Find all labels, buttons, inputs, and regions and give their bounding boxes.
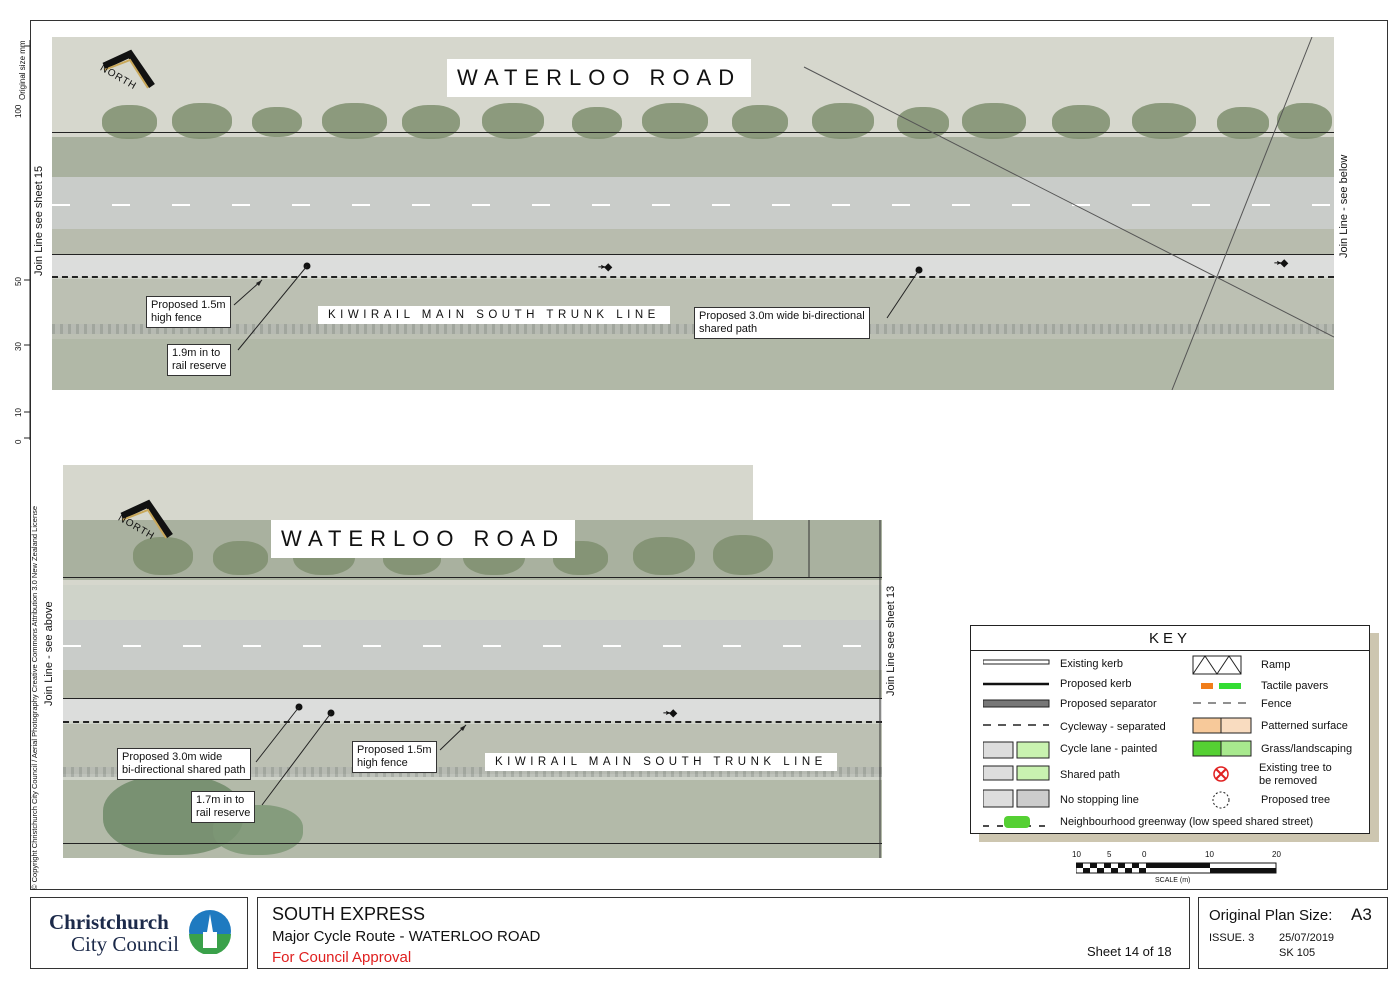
- key-left-symbols: [983, 659, 1050, 827]
- legend-key: KEY Existing kerb Proposed kerb Proposed…: [970, 625, 1370, 834]
- north-arrow-bottom: NORTH: [114, 498, 184, 558]
- top-road-name: WATERLOO ROAD: [447, 59, 752, 97]
- bottom-callout-fence: Proposed 1.5m high fence: [352, 741, 437, 773]
- top-callout-path-line2: shared path: [699, 323, 758, 335]
- project-title-block: SOUTH EXPRESS Major Cycle Route - WATERL…: [257, 897, 1190, 969]
- key-existing-kerb: Existing kerb: [1060, 658, 1123, 670]
- council-name-line2: City Council: [71, 932, 179, 956]
- scale-tick-5: 5: [1107, 850, 1112, 859]
- bottom-callout-path: Proposed 3.0m wide bi-directional shared…: [117, 748, 251, 780]
- council-name-line1: Christchurch: [49, 910, 169, 934]
- key-no-stopping-line: No stopping line: [1060, 794, 1139, 806]
- greenway-icon: [1004, 816, 1030, 828]
- top-callout-reserve: 1.9m in to rail reserve: [167, 344, 232, 376]
- ruler-ticks: [24, 40, 31, 440]
- key-tactile-pavers: Tactile pavers: [1261, 680, 1329, 692]
- bottom-callout-path-line1: Proposed 3.0m wide: [122, 751, 223, 763]
- key-proposed-kerb: Proposed kerb: [1060, 678, 1132, 690]
- bottom-rail-name: KIWIRAIL MAIN SOUTH TRUNK LINE: [485, 753, 837, 771]
- top-shared-path-symbol-1: ➛◆: [598, 262, 612, 273]
- approval-status: For Council Approval: [272, 949, 412, 966]
- council-emblem-icon: [189, 910, 231, 954]
- scale-ruler: Original size mm 100 50 30 10 0: [10, 40, 34, 444]
- project-name: SOUTH EXPRESS: [272, 904, 426, 924]
- top-callout-fence-line1: Proposed 1.5m: [151, 299, 226, 311]
- project-subtitle: Major Cycle Route - WATERLOO ROAD: [272, 928, 541, 945]
- issue-date: 25/07/2019: [1279, 932, 1335, 944]
- top-shared-path-symbol-2: ➛◆: [1274, 258, 1288, 269]
- bottom-callout-reserve: 1.7m in to rail reserve: [191, 791, 256, 823]
- scale-label: SCALE (m): [1155, 877, 1191, 884]
- key-proposed-separator: Proposed separator: [1060, 698, 1157, 710]
- bottom-callout-reserve-line2: rail reserve: [196, 807, 251, 819]
- scale-bar: 10 5 0 10 20 SCALE (m): [1070, 848, 1290, 888]
- top-callout-fence-line2: high fence: [151, 312, 202, 324]
- key-title: KEY: [971, 626, 1369, 651]
- top-callout-path-line1: Proposed 3.0m wide bi-directional: [699, 310, 865, 322]
- bottom-callout-reserve-line1: 1.7m in to: [196, 794, 245, 806]
- bottom-shared-path-symbol: ➛◆: [663, 708, 677, 719]
- top-callout-fence: Proposed 1.5m high fence: [146, 296, 231, 328]
- scale-tick-20: 20: [1272, 850, 1281, 859]
- key-cycleway-separated: Cycleway - separated: [1060, 721, 1166, 733]
- key-existing-tree-remove-2: be removed: [1259, 775, 1318, 787]
- drawing-reference: SK 105: [1279, 947, 1316, 959]
- key-grass-landscaping: Grass/landscaping: [1261, 743, 1353, 755]
- key-existing-tree-remove-1: Existing tree to: [1259, 762, 1332, 774]
- plan-info-block: Original Plan Size: A3 ISSUE. 3 25/07/20…: [1198, 897, 1388, 969]
- scale-tick-0: 0: [1142, 850, 1147, 859]
- plan-size-value: A3: [1351, 905, 1372, 924]
- bottom-callout-fence-line1: Proposed 1.5m: [357, 744, 432, 756]
- key-fence: Fence: [1261, 698, 1292, 710]
- top-callout-reserve-line1: 1.9m in to: [172, 347, 221, 359]
- bottom-callout-path-line2: bi-directional shared path: [122, 764, 246, 776]
- bottom-road-name: WATERLOO ROAD: [271, 520, 576, 558]
- scale-tick-10-left: 10: [1072, 850, 1081, 859]
- plan-size-label: Original Plan Size:: [1209, 907, 1333, 924]
- key-shared-path: Shared path: [1060, 769, 1120, 781]
- key-patterned-surface: Patterned surface: [1261, 720, 1348, 732]
- issue-number: ISSUE. 3: [1209, 932, 1255, 944]
- north-arrow-top: NORTH: [96, 48, 166, 108]
- key-right-symbols: [1192, 655, 1252, 809]
- key-ramp: Ramp: [1261, 659, 1291, 671]
- bottom-callout-fence-line2: high fence: [357, 757, 408, 769]
- top-rail-name: KIWIRAIL MAIN SOUTH TRUNK LINE: [318, 306, 670, 324]
- key-proposed-tree: Proposed tree: [1261, 794, 1331, 806]
- key-cycle-lane-painted: Cycle lane - painted: [1060, 743, 1158, 755]
- top-callout-reserve-line2: rail reserve: [172, 360, 227, 372]
- top-callout-path: Proposed 3.0m wide bi-directional shared…: [694, 307, 870, 339]
- scale-tick-10: 10: [1205, 850, 1214, 859]
- top-diagonal-lines: [803, 37, 1334, 390]
- council-logo-block: Christchurch City Council: [30, 897, 248, 969]
- key-greenway: Neighbourhood greenway (low speed shared…: [1060, 816, 1314, 828]
- sheet-border: [30, 20, 1388, 890]
- sheet-number: Sheet 14 of 18: [1087, 944, 1172, 959]
